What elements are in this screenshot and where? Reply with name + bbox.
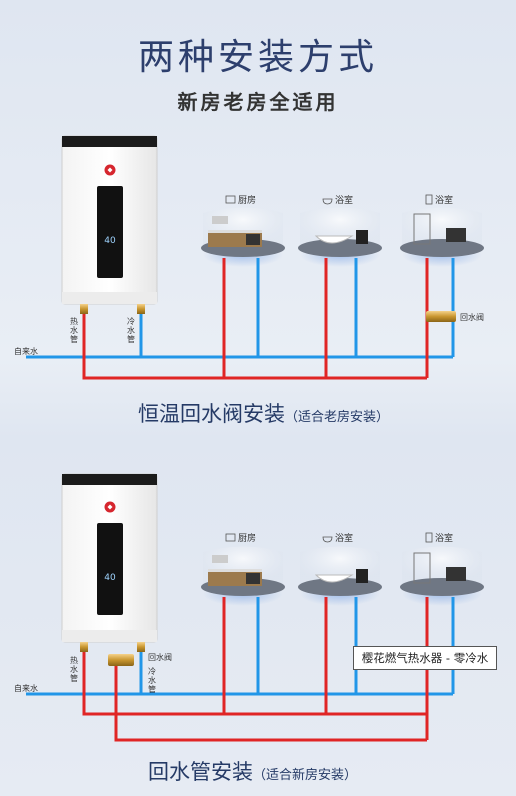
heater-display: 40 [104, 236, 116, 246]
section1-caption: 恒温回水阀安装（适合老房安装） [138, 398, 389, 428]
cold-pipe-label-1b: 水 [127, 325, 135, 335]
cold-pipe-label-2b: 水 [148, 675, 156, 685]
hot-pipe-label-1a: 热 [70, 316, 78, 326]
room-label-kitchen-1: 厨房 [238, 194, 256, 206]
hot-pipe-label-1c: 管 [70, 334, 78, 344]
shower-icon [425, 532, 433, 543]
hot-pipe-label-2a: 热 [70, 655, 78, 665]
return-pipe-2 [114, 664, 427, 742]
water-heater-2: 40 [61, 473, 158, 643]
hot-pipe-label-1b: 水 [70, 325, 78, 335]
cold-pipe-label-1c: 管 [127, 334, 135, 344]
return-valve-1 [426, 311, 456, 322]
return-valve-label-2: 回水阀 [148, 652, 172, 662]
shower-icon [425, 194, 433, 205]
section2-caption: 回水管安装（适合新房安装） [148, 756, 357, 786]
section1-diagram: 40 [14, 135, 484, 380]
cold-pipe-label-2c: 管 [148, 684, 156, 694]
bathtub-icon [322, 536, 333, 543]
water-heater-1: 40 [61, 135, 158, 305]
hot-pipe-label-2c: 管 [70, 673, 78, 683]
room-label-bath-2a: 浴室 [335, 532, 353, 544]
section2-title: 回水管安装 [148, 760, 253, 784]
kitchen-icon [225, 195, 236, 204]
room-label-bath-1a: 浴室 [335, 194, 353, 206]
page-title: 两种安装方式 [137, 37, 378, 78]
room-bathroom-2b [400, 546, 484, 606]
cold-pipe-label-2a: 冷 [148, 666, 156, 676]
cold-pipe-label-1a: 冷 [127, 316, 135, 326]
heater-display-2: 40 [104, 573, 116, 583]
section1-title: 恒温回水阀安装 [138, 402, 285, 426]
brand-note-box: 樱花燃气热水器 - 零冷水 [353, 646, 497, 670]
tap-water-label-2: 自来水 [14, 683, 38, 693]
hot-main-1 [82, 314, 427, 380]
hot-main-2 [82, 652, 427, 716]
return-valve-2 [108, 654, 134, 666]
bathtub-icon [322, 198, 333, 205]
section1-subtitle: （适合老房安装） [285, 410, 390, 425]
section2-subtitle: （适合新房安装） [253, 768, 358, 783]
return-valve-label-1: 回水阀 [460, 312, 484, 322]
room-kitchen-2 [201, 546, 285, 606]
page-subtitle: 新房老房全适用 [177, 90, 339, 114]
section2-diagram: 40 厨房 浴室 [14, 473, 484, 742]
hot-pipe-label-2b: 水 [70, 664, 78, 674]
room-label-bath-2b: 浴室 [435, 532, 453, 544]
room-label-kitchen-2: 厨房 [238, 532, 256, 544]
kitchen-icon [225, 533, 236, 542]
room-bathroom-1b [400, 207, 484, 267]
room-bathroom-2a [298, 546, 382, 606]
tap-water-label-1: 自来水 [14, 346, 38, 356]
room-kitchen-1 [201, 207, 285, 267]
room-label-bath-1b: 浴室 [435, 194, 453, 206]
room-bathroom-1a [298, 207, 382, 267]
